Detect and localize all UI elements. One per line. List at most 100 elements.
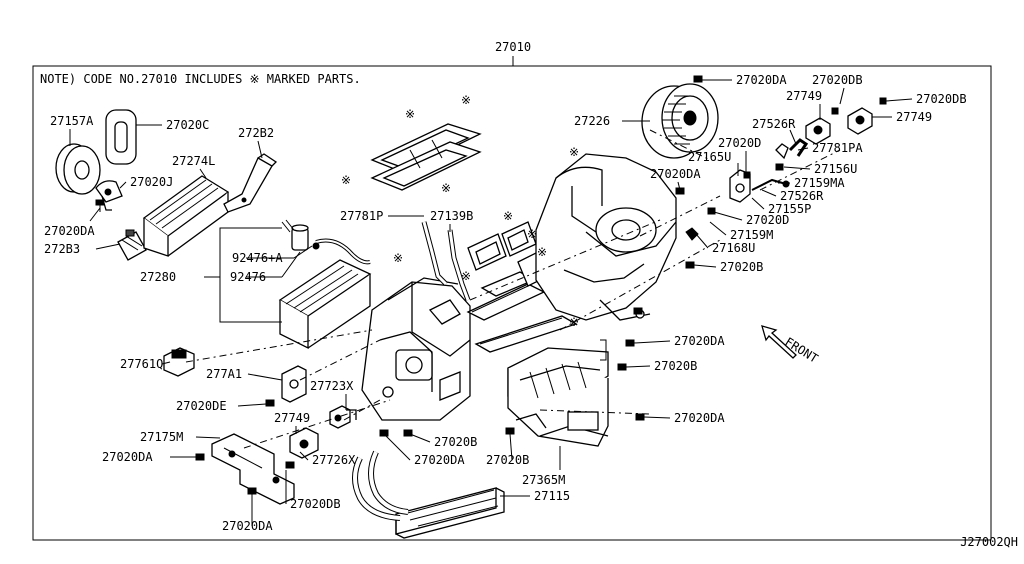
- leader-line: [409, 433, 431, 443]
- part-label: 27115: [534, 489, 570, 503]
- diagram-frame: [32, 65, 992, 541]
- part-272b3-drawing: [117, 229, 147, 261]
- part-label: 27159M: [730, 228, 773, 242]
- part-label: 27020DB: [812, 73, 863, 87]
- leader-line: [797, 147, 809, 151]
- label-bracket: [600, 339, 607, 361]
- part-label: 272B2: [238, 126, 274, 140]
- leader-line: [789, 129, 797, 145]
- leader-line: [751, 197, 765, 210]
- part-27020c-drawing: [105, 109, 137, 165]
- part-label: 27781P: [340, 209, 383, 223]
- leader-line: [643, 416, 671, 419]
- part-label: 27020DE: [176, 399, 227, 413]
- leader-line: [95, 243, 121, 250]
- part-27781p-drawing: [421, 221, 448, 286]
- leader-line: [89, 207, 101, 222]
- marked-part-symbol: ※: [527, 227, 537, 241]
- part-272b2-drawing: [223, 153, 278, 213]
- leader-line: [281, 251, 301, 278]
- part-label: 277A1: [206, 367, 242, 381]
- marked-part-symbol: ※: [569, 315, 579, 329]
- marked-part-symbol: ※: [461, 269, 471, 283]
- part-27226-drawing: [641, 83, 719, 159]
- leader-line: [199, 168, 207, 179]
- leader-line: [761, 189, 777, 197]
- part-label: 27020DA: [674, 334, 725, 348]
- part-27749-lower-drawing: [289, 405, 357, 459]
- assembly-code: 27010: [495, 40, 531, 54]
- part-27526r-drawing: [775, 143, 789, 160]
- part-label: 27156U: [814, 162, 857, 176]
- part-label: 27274L: [172, 154, 215, 168]
- marked-part-symbol: ※: [393, 251, 403, 265]
- part-label: 272B3: [44, 242, 80, 256]
- part-label: 27749: [786, 89, 822, 103]
- label-bracket: [219, 227, 294, 323]
- leader-line: [625, 365, 651, 368]
- leader-line: [119, 181, 127, 189]
- screw-icon: [675, 75, 784, 269]
- part-label: 27020DB: [290, 497, 341, 511]
- part-27175m-drawing: [211, 433, 295, 505]
- leader-line: [713, 211, 743, 221]
- part-label: 27020DA: [102, 450, 153, 464]
- part-label: 92476+A: [232, 251, 283, 265]
- part-277a1-drawing: [281, 365, 307, 403]
- part-label: 27020B: [720, 260, 763, 274]
- part-27365m-drawing: [507, 347, 609, 447]
- part-top-gasket-drawing: [370, 123, 482, 191]
- leader-line: [693, 264, 717, 268]
- part-label: 27020DA: [674, 411, 725, 425]
- marked-part-symbol: ※: [461, 93, 471, 107]
- part-label: 27020DB: [916, 92, 967, 106]
- part-label: 27020D: [746, 213, 789, 227]
- part-27168u-drawing: [685, 227, 699, 241]
- part-27165u-drawing: [729, 169, 751, 203]
- marked-symbols: ※※※※※※※※※※※: [341, 93, 579, 329]
- screw-icon: [95, 199, 105, 212]
- part-27274l-drawing: [142, 175, 230, 257]
- leader-line: [783, 166, 811, 170]
- leader-line: [509, 433, 513, 461]
- leader-line: [383, 433, 411, 461]
- leader-line: [299, 451, 309, 461]
- part-27020j-drawing: [95, 180, 123, 211]
- part-label: 27781PA: [812, 141, 863, 155]
- part-label: 27020DA: [44, 224, 95, 238]
- part-label: 27020DA: [222, 519, 273, 533]
- leader-line: [237, 403, 267, 407]
- marked-part-symbol: ※: [503, 209, 513, 223]
- part-label: 27168U: [712, 241, 755, 255]
- part-label: 27761Q: [120, 357, 163, 371]
- part-27761q-drawing: [163, 347, 195, 377]
- part-label: 27020B: [434, 435, 477, 449]
- part-label: 27157A: [50, 114, 94, 128]
- part-27157a-drawing: [55, 143, 101, 195]
- marked-part-symbol: ※: [537, 245, 547, 259]
- part-label: 27526R: [780, 189, 824, 203]
- part-label: 27365M: [522, 473, 565, 487]
- leader-line: [695, 233, 709, 249]
- part-label: 27155P: [768, 202, 811, 216]
- leader-lines: [69, 79, 913, 526]
- marked-part-symbol: ※: [569, 145, 579, 159]
- leader-line: [247, 373, 283, 381]
- part-label: 27159MA: [794, 176, 845, 190]
- part-27781pa-drawing: [788, 138, 809, 157]
- part-mode-doors-drawing: [466, 221, 578, 353]
- leader-line: [633, 340, 671, 344]
- leader-line: [677, 181, 681, 191]
- part-27139b-drawing: [447, 229, 471, 301]
- part-label: 27526R: [752, 117, 796, 131]
- part-27115-drawing: [352, 450, 505, 539]
- marked-part-symbol: ※: [341, 173, 351, 187]
- part-label: 27749: [896, 110, 932, 124]
- part-label: 92476: [230, 270, 266, 284]
- part-label: 27175M: [140, 430, 183, 444]
- leader-line: [195, 436, 221, 439]
- part-label: 27020DA: [736, 73, 787, 87]
